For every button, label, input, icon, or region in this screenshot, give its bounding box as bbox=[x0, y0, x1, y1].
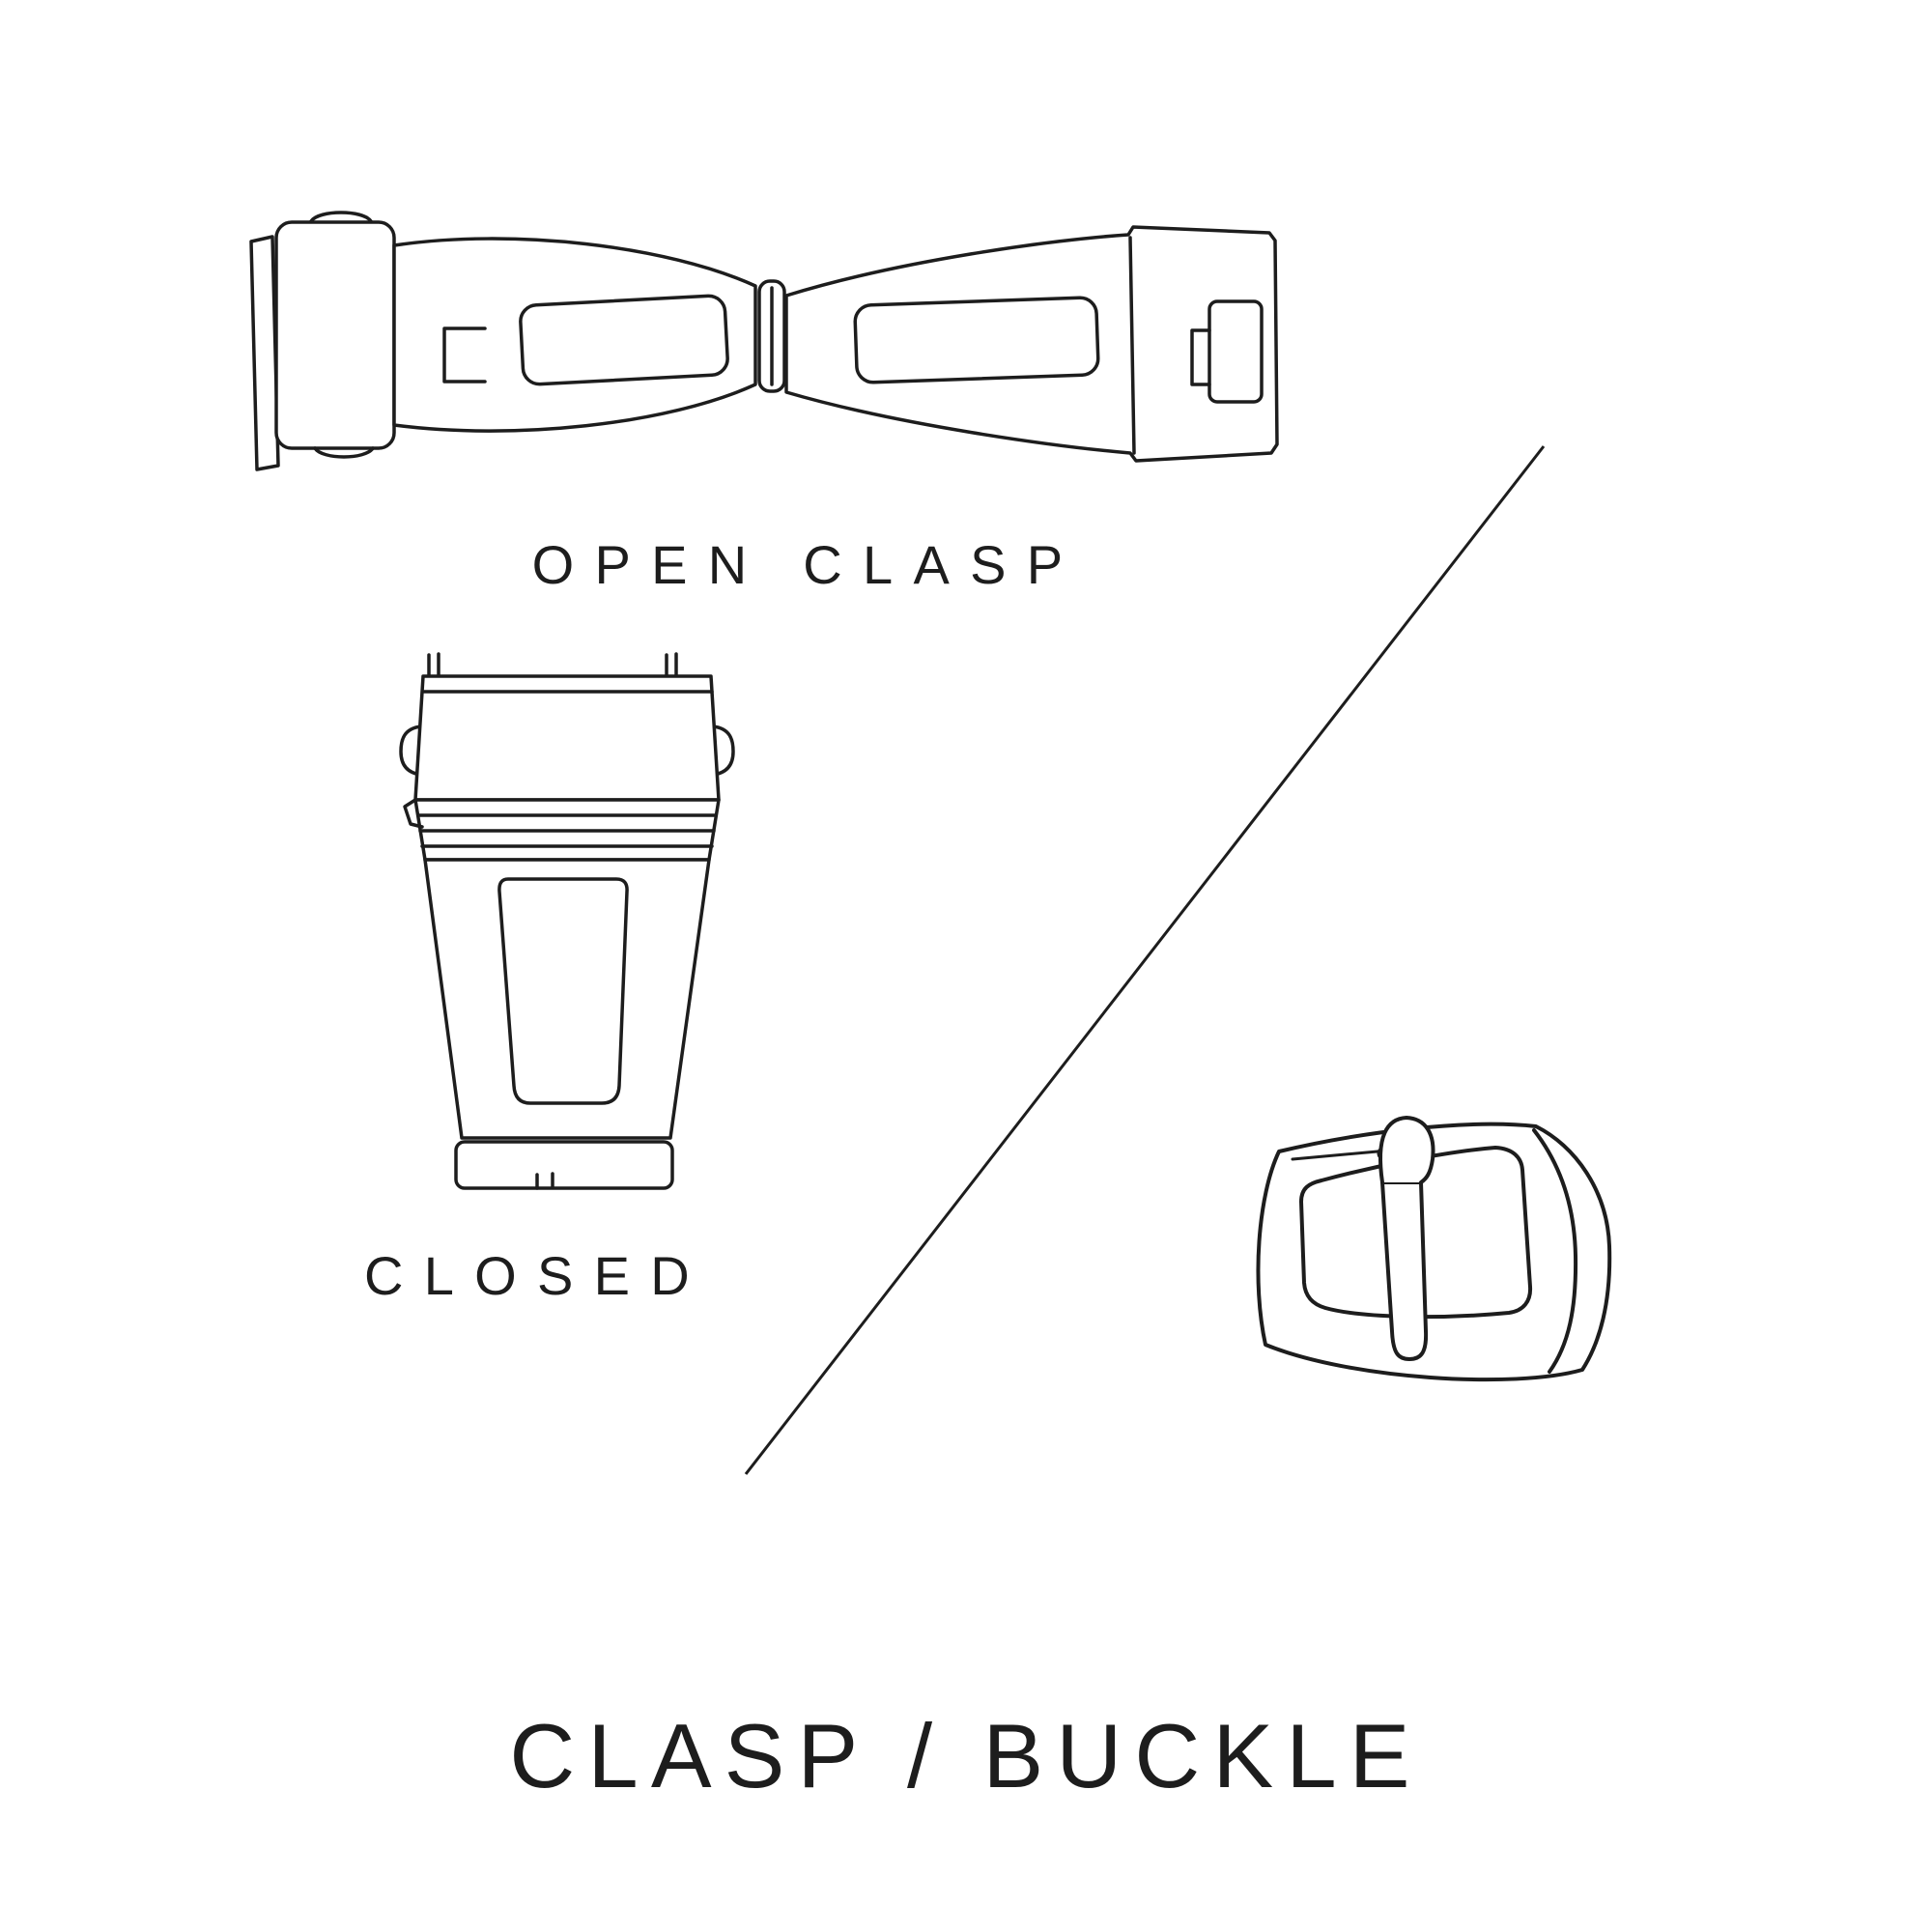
closed-clasp-top-block bbox=[413, 674, 721, 802]
buckle-illustration bbox=[1256, 1116, 1612, 1382]
open-clasp-label: OPEN CLASP bbox=[531, 534, 1084, 595]
closed-clasp-body bbox=[423, 858, 711, 1140]
closed-clasp-label: CLOSED bbox=[364, 1245, 710, 1306]
closed-clasp-spring-bars bbox=[427, 652, 678, 678]
open-clasp-left-end bbox=[249, 211, 396, 471]
diagonal-divider-line bbox=[744, 445, 1546, 1475]
closed-clasp-fold-band bbox=[403, 798, 721, 862]
closed-clasp-side-ears bbox=[399, 724, 735, 777]
closed-clasp-illustration bbox=[399, 652, 735, 1190]
divider-stroke bbox=[744, 445, 1546, 1475]
buckle-frame bbox=[1256, 1122, 1612, 1382]
open-clasp-left-arm bbox=[392, 237, 757, 433]
page-title: CLASP / BUCKLE bbox=[509, 1705, 1423, 1806]
open-clasp-hinge bbox=[757, 279, 786, 393]
open-clasp-illustration bbox=[249, 211, 1279, 471]
open-clasp-right-arm bbox=[784, 225, 1279, 463]
closed-clasp-foot bbox=[454, 1140, 674, 1190]
buckle-tongue bbox=[1378, 1116, 1435, 1361]
